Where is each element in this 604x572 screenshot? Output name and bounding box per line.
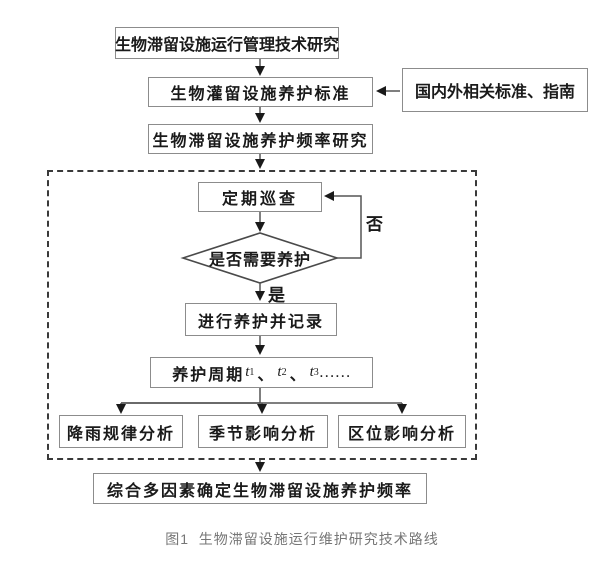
cycle-t1-var: t — [245, 364, 250, 380]
cycle-t2-var: t — [277, 364, 282, 380]
cycle-t3-var: t — [309, 364, 314, 380]
cycle-prefix: 养护周期 — [172, 366, 245, 384]
cycle-sep2: 、 — [289, 366, 306, 384]
figure-caption: 图1 生物滞留设施运行维护研究技术路线 — [165, 531, 439, 547]
node-final-frequency: 综合多因素确定生物滞留设施养护频率 — [93, 473, 427, 504]
node-maintain-record: 进行养护并记录 — [185, 303, 337, 336]
cycle-ellipsis: …… — [318, 363, 351, 381]
dashed-group-border — [47, 170, 477, 460]
node-standard: 生物灌留设施养护标准 — [148, 77, 373, 107]
edge-label-no: 否 — [366, 215, 383, 234]
node-inspection: 定期巡查 — [198, 182, 322, 212]
node-season-analysis: 季节影响分析 — [198, 415, 328, 448]
edge-label-yes: 是 — [268, 286, 285, 305]
cycle-t1-sub: 1 — [249, 367, 255, 378]
branch-connector — [121, 388, 261, 404]
node-decision-label: 是否需要养护 — [208, 252, 311, 269]
cycle-sep1: 、 — [257, 366, 274, 384]
node-rain-analysis: 降雨规律分析 — [59, 415, 183, 448]
node-research: 生物滞留设施运行管理技术研究 — [115, 27, 339, 59]
node-frequency-research: 生物滞留设施养护频率研究 — [148, 124, 373, 154]
cycle-t3-sub: 3 — [313, 367, 319, 378]
cycle-t2-sub: 2 — [281, 367, 287, 378]
arrow-no-loopback — [324, 191, 362, 259]
node-location-analysis: 区位影响分析 — [338, 415, 466, 448]
node-external-standards: 国内外相关标准、指南 — [402, 68, 588, 112]
